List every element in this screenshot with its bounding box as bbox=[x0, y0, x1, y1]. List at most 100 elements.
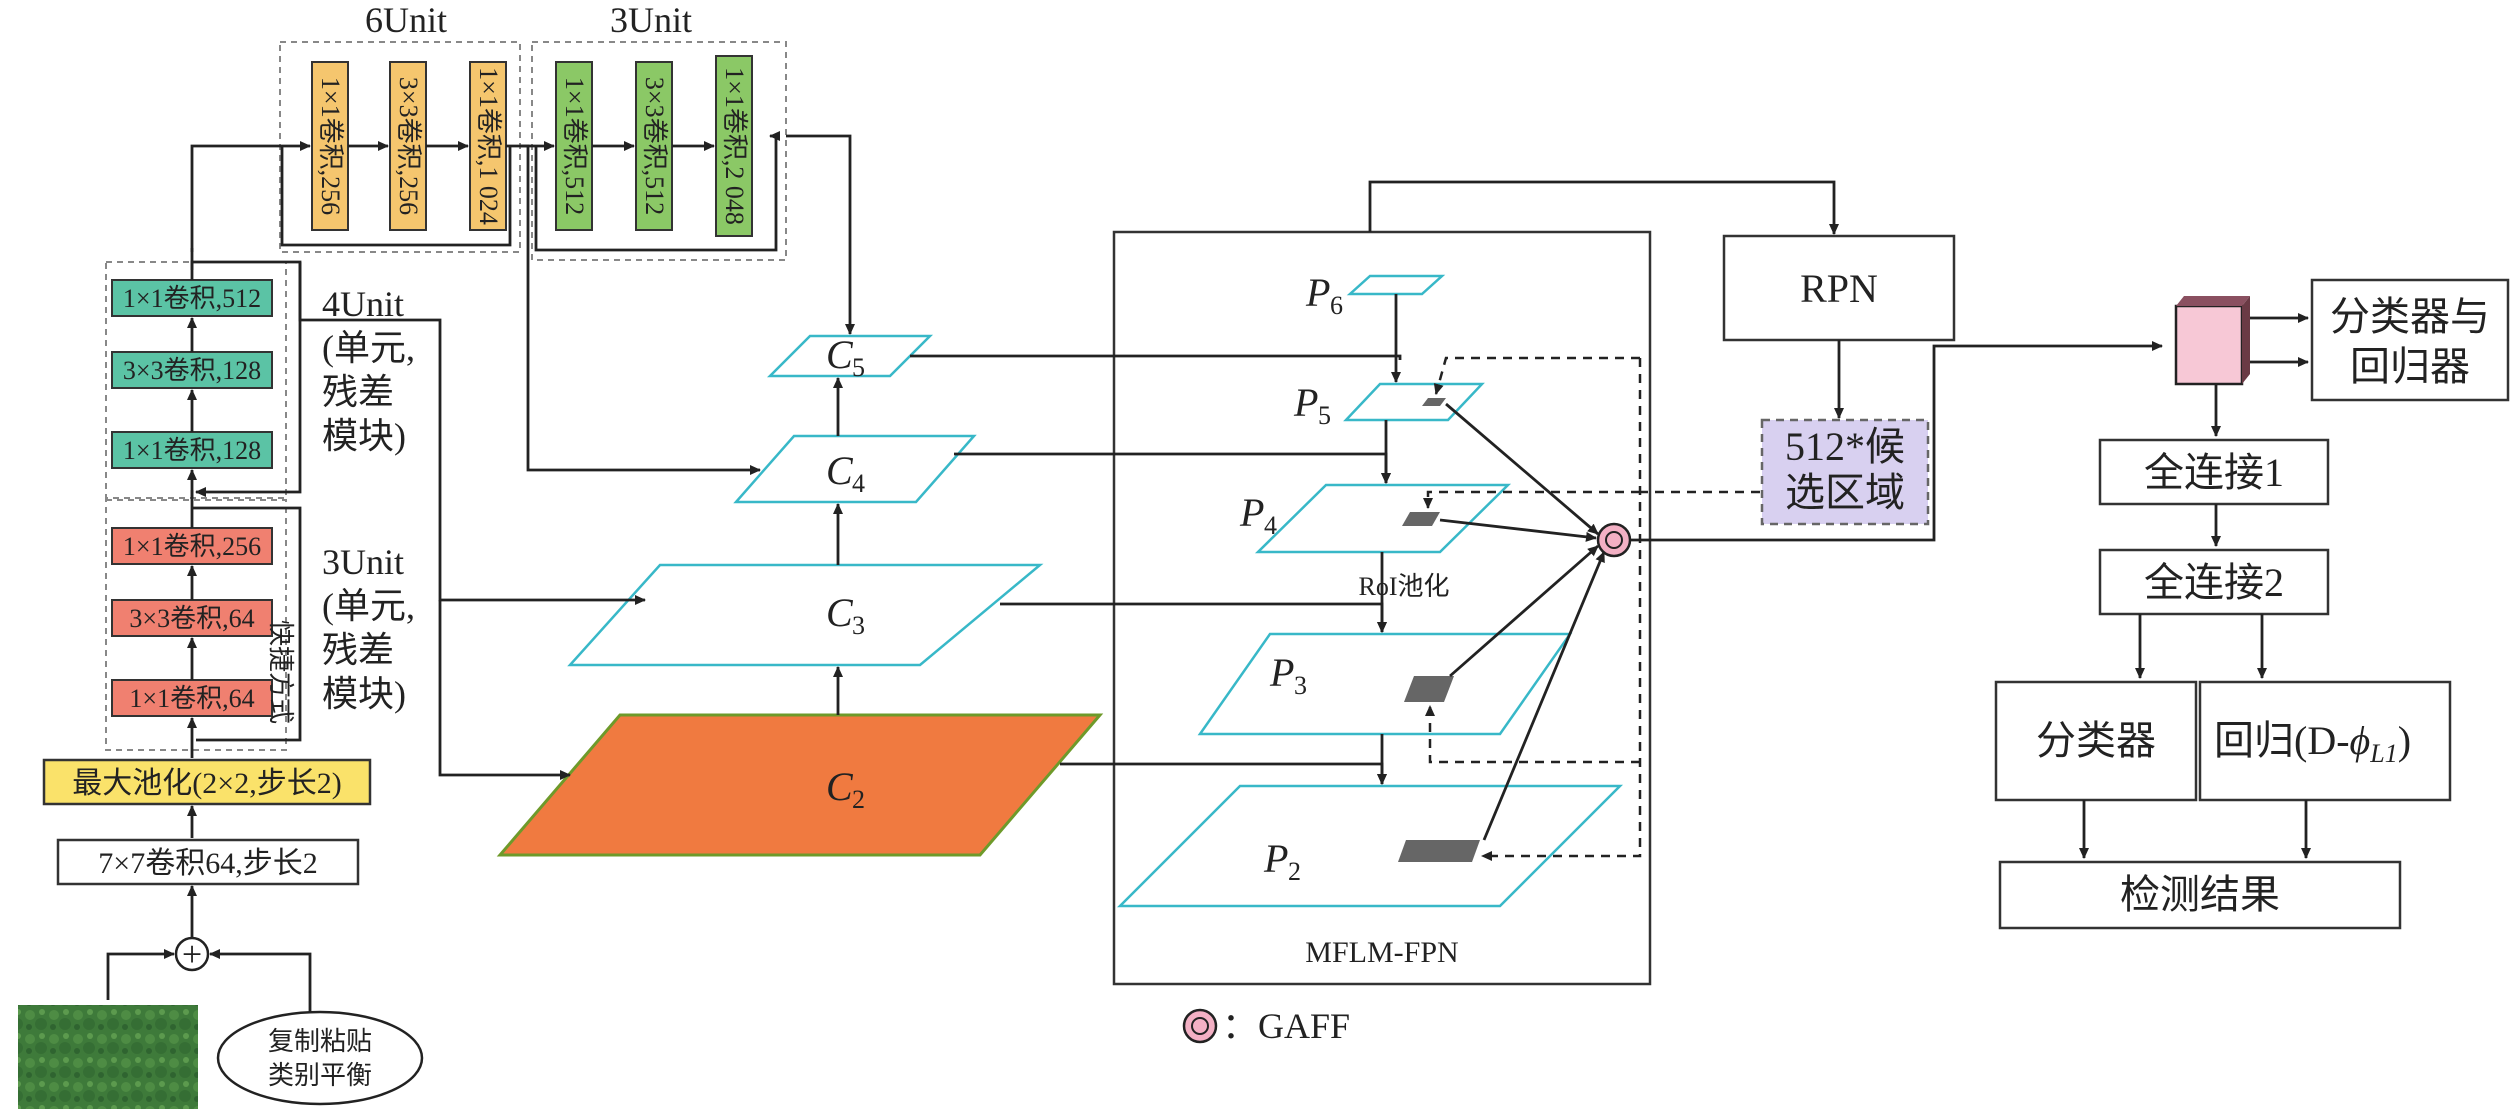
svg-text:类别平衡: 类别平衡 bbox=[268, 1061, 372, 1090]
svg-text:3Unit: 3Unit bbox=[322, 542, 404, 582]
unit4-block-2: 3×3卷积,128 bbox=[111, 351, 273, 389]
augmentation-ellipse: 复制粘贴 类别平衡 bbox=[216, 1010, 424, 1106]
svg-text:残差: 残差 bbox=[322, 372, 394, 412]
svg-text:P: P bbox=[1305, 270, 1330, 315]
p5-plane: P 5 bbox=[1293, 380, 1485, 430]
p3-plane: P 3 bbox=[1197, 632, 1573, 736]
p4-plane: P 4 bbox=[1239, 483, 1512, 554]
fpn-name: MFLM-FPN bbox=[1305, 936, 1458, 969]
svg-text:4: 4 bbox=[1264, 511, 1277, 540]
unit6-title: 6Unit bbox=[365, 0, 447, 40]
svg-text:C: C bbox=[826, 448, 854, 493]
rpn-box: RPN bbox=[1722, 234, 1956, 342]
svg-text:模块): 模块) bbox=[322, 416, 406, 456]
svg-text:5: 5 bbox=[852, 353, 865, 382]
svg-text:模块): 模块) bbox=[322, 674, 406, 714]
svg-text:C: C bbox=[826, 764, 854, 809]
svg-text:P: P bbox=[1293, 380, 1318, 425]
unit6-block-1: 1×1卷积,256 bbox=[311, 61, 349, 231]
c2-plane: C 2 bbox=[496, 713, 1104, 857]
input-image bbox=[18, 1005, 198, 1109]
svg-text:C: C bbox=[826, 590, 854, 635]
add-node: + bbox=[174, 934, 210, 974]
svg-text:3×3卷积,512: 3×3卷积,512 bbox=[640, 77, 669, 215]
roi-label: RoI池化 bbox=[1358, 572, 1449, 601]
classifier-box: 分类器 bbox=[1994, 680, 2198, 802]
unit3-top-block-3: 1×1卷积,2 048 bbox=[715, 55, 753, 237]
svg-text:1×1卷积,256: 1×1卷积,256 bbox=[123, 532, 261, 561]
svg-text:2: 2 bbox=[1288, 857, 1301, 886]
result-box: 检测结果 bbox=[1998, 860, 2402, 930]
svg-text:选区域: 选区域 bbox=[1785, 470, 1905, 515]
unit6-block-3: 1×1卷积,1 024 bbox=[469, 61, 507, 231]
unit3-block-3: 1×1卷积,64 bbox=[111, 679, 273, 717]
svg-text:512*候: 512*候 bbox=[1785, 424, 1905, 469]
svg-text:复制粘贴: 复制粘贴 bbox=[268, 1027, 372, 1056]
svg-text:3: 3 bbox=[1294, 671, 1307, 700]
svg-text:检测结果: 检测结果 bbox=[2120, 872, 2280, 917]
conv7-box: 7×7卷积64,步长2 bbox=[56, 838, 360, 886]
unit3-top-block-1: 1×1卷积,512 bbox=[555, 61, 593, 231]
unit3-top-title: 3Unit bbox=[610, 0, 692, 40]
svg-text:最大池化(2×2,步长2): 最大池化(2×2,步长2) bbox=[72, 767, 341, 800]
svg-text:回归器: 回归器 bbox=[2350, 344, 2470, 389]
svg-text:1×1卷积,256: 1×1卷积,256 bbox=[316, 77, 345, 215]
svg-text:1×1卷积,512: 1×1卷积,512 bbox=[560, 77, 589, 215]
svg-text:：GAFF: ：GAFF bbox=[1222, 1006, 1350, 1046]
proposals-box: 512*候 选区域 bbox=[1760, 418, 1930, 526]
svg-text:3×3卷积,256: 3×3卷积,256 bbox=[394, 77, 423, 215]
svg-text:1×1卷积,512: 1×1卷积,512 bbox=[123, 284, 261, 313]
svg-text:1×1卷积,1 024: 1×1卷积,1 024 bbox=[474, 67, 503, 225]
unit3-block-1: 1×1卷积,256 bbox=[111, 527, 273, 565]
cls-reg-box: 分类器与 回归器 bbox=[2310, 278, 2510, 402]
p6-plane: P 6 bbox=[1305, 270, 1446, 320]
maxpool-box: 最大池化(2×2,步长2) bbox=[42, 758, 372, 806]
svg-text:3: 3 bbox=[852, 611, 865, 640]
svg-text:(单元,: (单元, bbox=[322, 328, 415, 368]
unit4-block-3: 1×1卷积,128 bbox=[111, 431, 273, 469]
svg-text:4: 4 bbox=[852, 469, 865, 498]
unit3-label: 3Unit (单元, 残差 模块) bbox=[322, 542, 415, 714]
svg-text:5: 5 bbox=[1318, 401, 1331, 430]
svg-text:P: P bbox=[1263, 836, 1288, 881]
legend-gaff: ：GAFF bbox=[1182, 1006, 1350, 1046]
fc1-box: 全连接1 bbox=[2098, 438, 2330, 506]
svg-text:分类器与: 分类器与 bbox=[2330, 294, 2490, 339]
svg-text:分类器: 分类器 bbox=[2036, 718, 2156, 763]
svg-text:2: 2 bbox=[852, 785, 865, 814]
svg-text:3×3卷积,128: 3×3卷积,128 bbox=[123, 356, 261, 385]
svg-text:4Unit: 4Unit bbox=[322, 284, 404, 324]
svg-text:全连接1: 全连接1 bbox=[2144, 450, 2284, 495]
svg-text:3×3卷积,64: 3×3卷积,64 bbox=[129, 604, 254, 633]
fc2-box: 全连接2 bbox=[2098, 548, 2330, 616]
unit4-block-1: 1×1卷积,512 bbox=[111, 279, 273, 317]
svg-text:(单元,: (单元, bbox=[322, 586, 415, 626]
unit3-top-group bbox=[531, 41, 787, 261]
unit6-block-2: 3×3卷积,256 bbox=[389, 61, 427, 231]
svg-text:回归(D-ϕL1): 回归(D-ϕL1) bbox=[2214, 718, 2411, 768]
svg-text:1×1卷积,128: 1×1卷积,128 bbox=[123, 436, 261, 465]
svg-text:+: + bbox=[182, 934, 202, 974]
unit3-group bbox=[105, 499, 287, 751]
c4-plane: C 4 bbox=[733, 434, 977, 504]
c3-plane: C 3 bbox=[567, 563, 1044, 667]
pooled-feature-block bbox=[2174, 296, 2250, 386]
svg-text:P: P bbox=[1269, 650, 1294, 695]
svg-text:1×1卷积,64: 1×1卷积,64 bbox=[129, 684, 254, 713]
svg-text:1×1卷积,2 048: 1×1卷积,2 048 bbox=[720, 67, 749, 225]
unit4-label: 4Unit (单元, 残差 模块) bbox=[322, 284, 415, 456]
shortcut-label: 快捷方式 bbox=[266, 620, 295, 724]
regression-box: 回归(D-ϕL1) bbox=[2198, 680, 2452, 802]
svg-text:6: 6 bbox=[1330, 291, 1343, 320]
svg-text:7×7卷积64,步长2: 7×7卷积64,步长2 bbox=[98, 847, 317, 880]
svg-text:全连接2: 全连接2 bbox=[2144, 560, 2284, 605]
svg-text:C: C bbox=[826, 332, 854, 377]
svg-text:RPN: RPN bbox=[1800, 266, 1878, 311]
c5-plane: C 5 bbox=[766, 332, 934, 382]
svg-text:P: P bbox=[1239, 490, 1264, 535]
unit3-block-2: 3×3卷积,64 bbox=[111, 599, 273, 637]
unit3-top-block-2: 3×3卷积,512 bbox=[635, 61, 673, 231]
svg-text:残差: 残差 bbox=[322, 630, 394, 670]
